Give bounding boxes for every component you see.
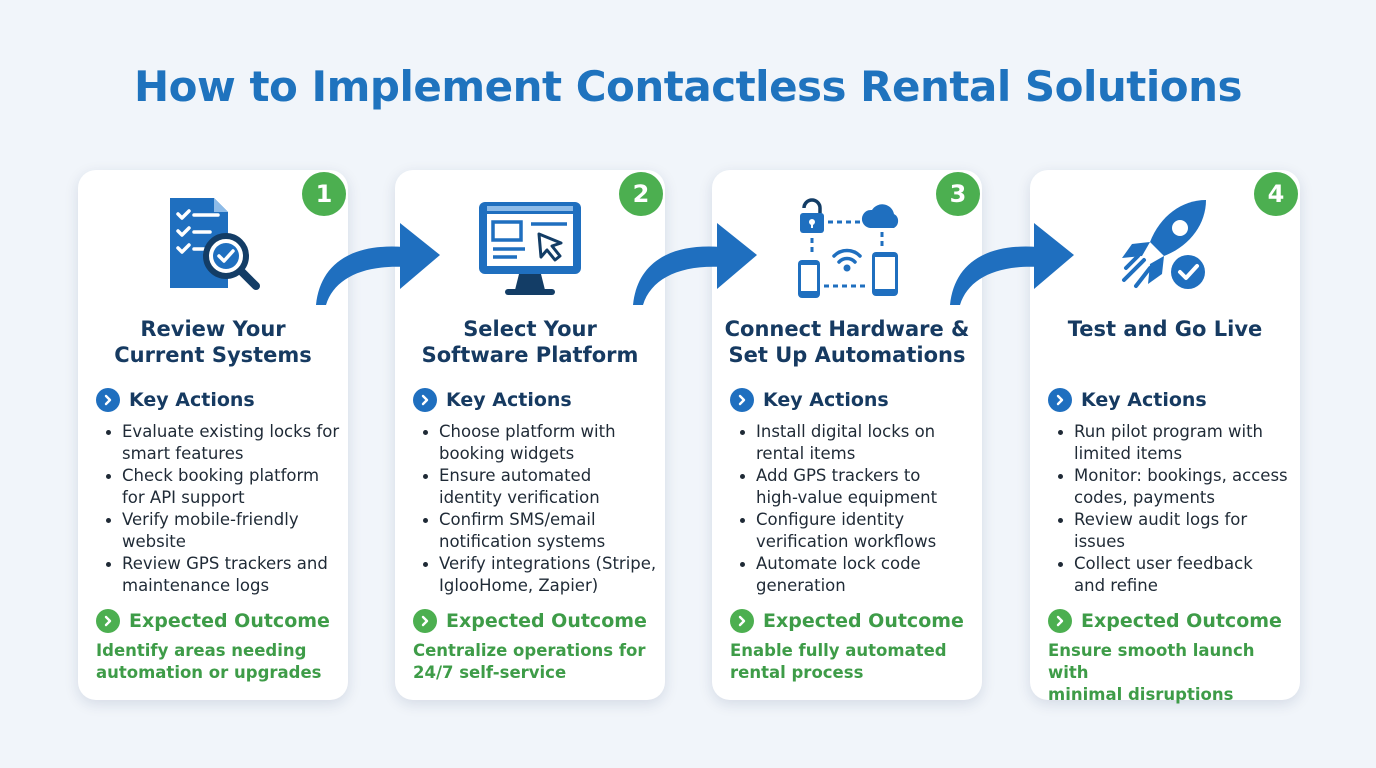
step-card-3: 3 Connect Hardware & Set Up Automatio: [712, 170, 982, 700]
action-item: Verify integrations (Stripe, IglooHome, …: [422, 553, 657, 597]
step-title: Review Your Current Systems: [114, 317, 312, 367]
step-number-badge: 4: [1254, 172, 1298, 216]
key-actions-header: Key Actions: [1048, 387, 1290, 413]
chevron-right-icon: [730, 388, 754, 412]
expected-outcome-header: Expected Outcome: [413, 608, 655, 634]
key-actions-label: Key Actions: [763, 389, 889, 411]
key-actions-list: Choose platform with booking widgets Ens…: [422, 421, 657, 597]
step-title: Connect Hardware & Set Up Automations: [724, 317, 970, 367]
key-actions-label: Key Actions: [129, 389, 255, 411]
key-actions-header: Key Actions: [413, 387, 655, 413]
action-item: Configure identity verification workflow…: [739, 509, 974, 553]
curved-arrow-icon: [633, 223, 757, 305]
curved-arrow-icon: [316, 223, 440, 305]
step-number-badge: 3: [936, 172, 980, 216]
key-actions-list: Run pilot program with limited items Mon…: [1057, 421, 1292, 597]
expected-outcome-label: Expected Outcome: [129, 610, 330, 632]
action-item: Review audit logs for issues: [1057, 509, 1292, 553]
monitor-cursor-icon: [395, 194, 665, 304]
action-item: Run pilot program with limited items: [1057, 421, 1292, 465]
outcome-text: Enable fully automated rental process: [730, 641, 947, 682]
action-item: Collect user feedback and refine: [1057, 553, 1292, 597]
key-actions-list: Install digital locks on rental items Ad…: [739, 421, 974, 597]
action-item: Install digital locks on rental items: [739, 421, 974, 465]
action-item: Ensure automated identity verification: [422, 465, 657, 509]
expected-outcome-label: Expected Outcome: [446, 610, 647, 632]
chevron-right-icon: [1048, 388, 1072, 412]
action-item: Monitor: bookings, access codes, payment…: [1057, 465, 1292, 509]
action-item: Verify mobile-friendly website: [105, 509, 340, 553]
step-title: Test and Go Live: [1067, 317, 1263, 341]
expected-outcome-label: Expected Outcome: [763, 610, 964, 632]
step-card-2: 2 Select Your Software Platform Key Acti…: [395, 170, 665, 700]
chevron-right-icon: [413, 388, 437, 412]
action-item: Evaluate existing locks for smart featur…: [105, 421, 340, 465]
action-item: Automate lock code generation: [739, 553, 974, 597]
action-item: Choose platform with booking widgets: [422, 421, 657, 465]
key-actions-header: Key Actions: [96, 387, 338, 413]
action-item: Review GPS trackers and maintenance logs: [105, 553, 340, 597]
key-actions-label: Key Actions: [446, 389, 572, 411]
expected-outcome-header: Expected Outcome: [730, 608, 972, 634]
outcome-text: Centralize operations for 24/7 self-serv…: [413, 641, 646, 682]
key-actions-label: Key Actions: [1081, 389, 1207, 411]
chevron-right-icon: [730, 609, 754, 633]
outcome-text: Identify areas needing automation or upg…: [96, 641, 322, 682]
outcome-text: Ensure smooth launch with minimal disrup…: [1048, 641, 1255, 704]
action-item: Check booking platform for API support: [105, 465, 340, 509]
step-title: Select Your Software Platform: [421, 317, 639, 367]
step-card-1: 1 Review Your Current Systems Key Action…: [78, 170, 348, 700]
step-card-4: 4 Test and Go Live Key Actions Run pilot…: [1030, 170, 1300, 704]
checklist-magnifier-icon: [78, 194, 348, 304]
step-number-badge: 1: [302, 172, 346, 216]
chevron-right-icon: [96, 388, 120, 412]
key-actions-list: Evaluate existing locks for smart featur…: [105, 421, 340, 597]
expected-outcome-label: Expected Outcome: [1081, 610, 1282, 632]
page-title: How to Implement Contactless Rental Solu…: [134, 62, 1242, 111]
action-item: Confirm SMS/email notification systems: [422, 509, 657, 553]
step-number-badge: 2: [619, 172, 663, 216]
key-actions-header: Key Actions: [730, 387, 972, 413]
chevron-right-icon: [1048, 609, 1072, 633]
chevron-right-icon: [413, 609, 437, 633]
curved-arrow-icon: [950, 223, 1074, 305]
action-item: Add GPS trackers to high-value equipment: [739, 465, 974, 509]
connected-devices-icon: [712, 194, 982, 304]
expected-outcome-header: Expected Outcome: [96, 608, 338, 634]
expected-outcome-header: Expected Outcome: [1048, 608, 1290, 634]
chevron-right-icon: [96, 609, 120, 633]
rocket-check-icon: [1030, 194, 1300, 304]
